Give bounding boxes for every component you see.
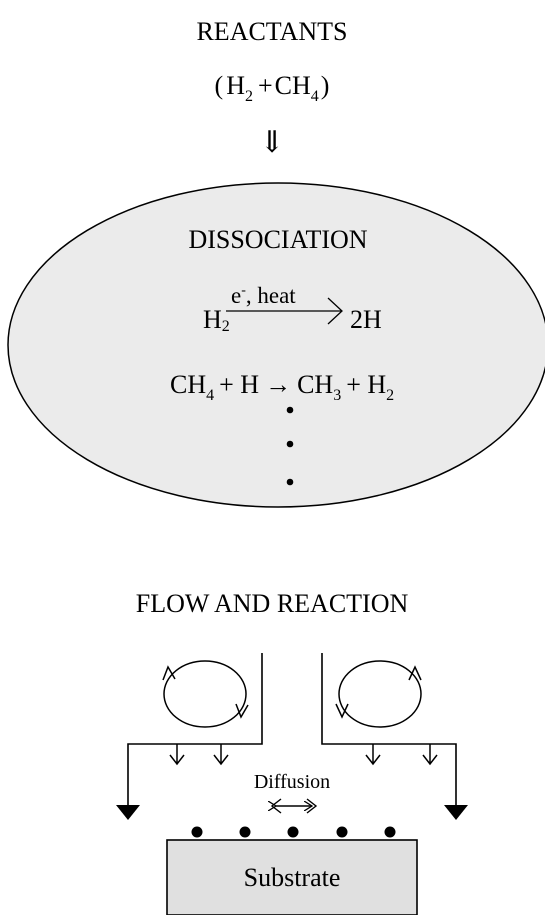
diffusion-right-head-icon [306, 798, 318, 814]
surface-atom [191, 826, 203, 838]
diffusion-label: Diffusion [254, 771, 330, 793]
downflow-arrows [169, 744, 438, 766]
flow-title: FLOW AND REACTION [136, 589, 409, 618]
reaction1-arrowhead-icon [327, 297, 343, 325]
left-duct-wall [127, 653, 263, 812]
right-duct-wall [321, 653, 457, 812]
substrate-block [166, 839, 418, 915]
left-outflow-arrow-icon [116, 805, 140, 820]
down-double-arrow-icon: ⇓ [259, 126, 284, 159]
left-recirculation-loop [163, 660, 247, 728]
surface-atom [336, 826, 348, 838]
right-loop-arrow-down-icon [335, 703, 349, 719]
surface-atom [287, 826, 299, 838]
down-arrow-icon [422, 744, 438, 766]
right-recirculation-loop [338, 660, 422, 728]
surface-atom [239, 826, 251, 838]
reactants-formula: (H2+CH4) [215, 71, 330, 105]
down-arrow-icon [213, 744, 229, 766]
reaction1-product: 2H [350, 305, 382, 334]
right-outflow-arrow-icon [444, 805, 468, 820]
dissociation-title: DISSOCIATION [188, 225, 367, 254]
reaction1-reactant: H2 [203, 305, 230, 335]
surface-atom [384, 826, 396, 838]
reactants-title: REACTANTS [196, 17, 347, 46]
continuation-dot [286, 478, 294, 486]
continuation-dot [286, 440, 294, 448]
reaction1-condition: e-, heat [231, 283, 296, 308]
surface-species [191, 826, 396, 838]
dissociation-region [7, 182, 545, 508]
right-loop-arrow-up-icon [408, 665, 422, 681]
continuation-dot [286, 406, 294, 414]
down-arrow-icon [365, 744, 381, 766]
reaction2-equation: CH4+ H→CH3+ H2 [170, 370, 394, 404]
substrate-label: Substrate [244, 863, 341, 892]
left-loop-arrow-down-icon [235, 703, 249, 719]
left-loop-arrow-up-icon [162, 665, 176, 681]
diffusion-left-head-icon [270, 798, 282, 814]
down-arrow-icon [169, 744, 185, 766]
